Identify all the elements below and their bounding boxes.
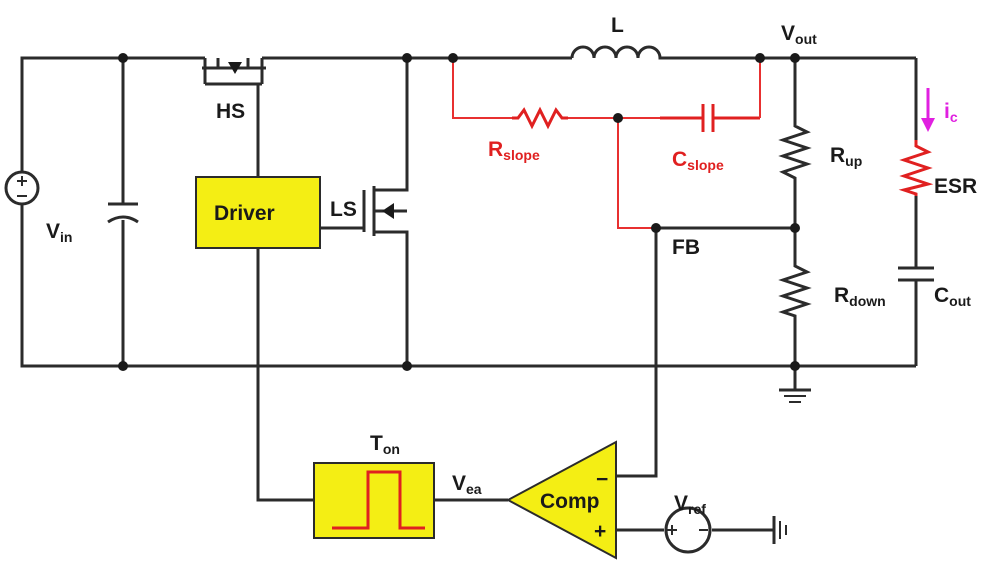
label-vout: Vout xyxy=(781,22,817,47)
inductor-icon xyxy=(570,45,664,60)
vref-ground-icon xyxy=(772,516,787,544)
pulse-waveform-icon xyxy=(332,470,425,530)
label-hs: HS xyxy=(216,100,245,123)
cout-capacitor-icon xyxy=(898,266,934,282)
label-vea: Vea xyxy=(452,472,482,497)
vin-source-icon xyxy=(4,170,40,206)
ic-current-arrow-icon xyxy=(921,88,935,132)
wire-slope-left xyxy=(452,58,512,119)
wire-sw-to-ls xyxy=(377,58,409,192)
rup-resistor-icon xyxy=(778,120,812,184)
label-rdown: Rdown xyxy=(834,284,886,309)
label-ls: LS xyxy=(330,198,357,221)
rslope-resistor-icon xyxy=(512,106,568,130)
label-fb: FB xyxy=(672,236,700,259)
label-comp-minus: − xyxy=(596,468,608,491)
label-vref: Vref xyxy=(674,492,706,517)
ton-block xyxy=(313,462,435,539)
wire-ls-to-gnd xyxy=(377,230,409,366)
slope-network xyxy=(452,58,761,229)
wire-driver-to-ton xyxy=(256,248,314,502)
label-rslope: Rslope xyxy=(488,138,540,163)
label-ton: Ton xyxy=(370,432,400,457)
rdown-resistor-icon xyxy=(778,260,812,320)
junction-dots xyxy=(118,53,800,371)
main-wiring xyxy=(20,56,918,532)
vref-source-icon xyxy=(664,506,712,554)
label-comp: Comp xyxy=(540,490,600,513)
label-esr: ESR xyxy=(934,175,977,198)
label-rup: Rup xyxy=(830,144,862,169)
label-vin: Vin xyxy=(46,220,72,245)
esr-resistor-icon xyxy=(898,140,934,196)
label-L: L xyxy=(611,14,624,37)
ground-icon xyxy=(779,388,811,403)
cin-capacitor-icon xyxy=(107,202,139,224)
ls-mosfet-icon xyxy=(362,186,407,236)
label-cslope: Cslope xyxy=(672,148,724,173)
hs-mosfet-icon xyxy=(202,58,266,86)
wire-ground-rail xyxy=(20,200,916,368)
label-comp-plus: + xyxy=(594,520,606,543)
wire-fb-to-comp xyxy=(615,228,658,478)
driver-block xyxy=(195,176,321,249)
wire-slope-to-fb xyxy=(617,118,656,229)
comparator-block xyxy=(505,440,617,560)
label-ic: ic xyxy=(944,100,958,125)
label-cout: Cout xyxy=(934,284,971,309)
label-driver: Driver xyxy=(214,202,275,225)
wire-vin-top xyxy=(20,56,205,180)
